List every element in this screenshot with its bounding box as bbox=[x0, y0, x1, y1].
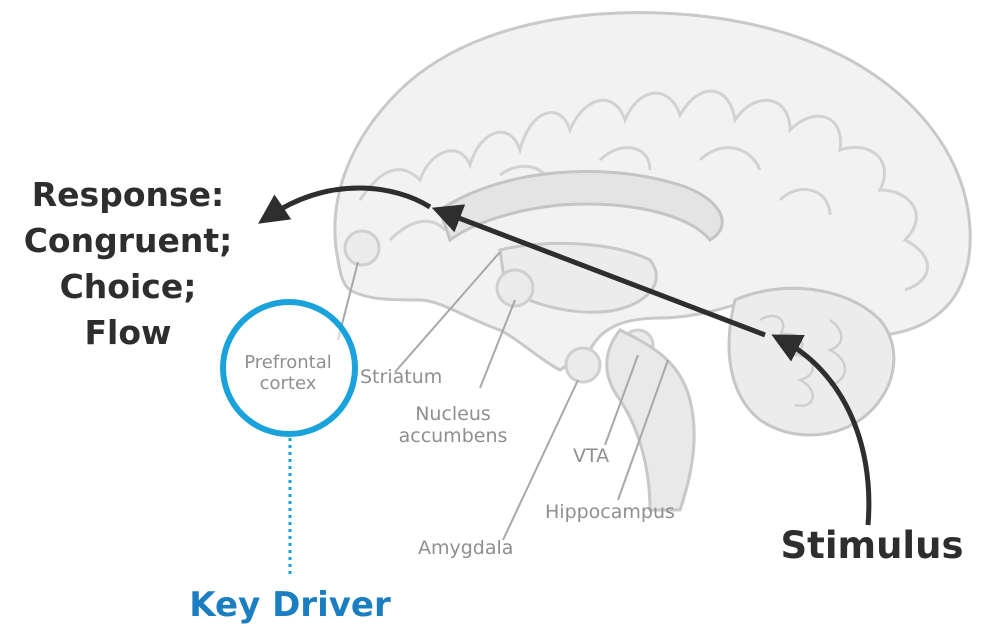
nucleus-line-2: accumbens bbox=[393, 425, 513, 447]
hippocampus-label: Hippocampus bbox=[545, 501, 675, 523]
amygdala-label: Amygdala bbox=[418, 537, 513, 559]
prefrontal-line-1: Prefrontal bbox=[222, 352, 354, 373]
response-line-2: Congruent; bbox=[8, 218, 248, 264]
prefrontal-node bbox=[345, 231, 379, 265]
prefrontal-line-2: cortex bbox=[222, 373, 354, 394]
nucleus-accumbens-label: Nucleus accumbens bbox=[393, 403, 513, 447]
response-line-1: Response: bbox=[8, 172, 248, 218]
striatum-label: Striatum bbox=[360, 366, 442, 388]
vta-label: VTA bbox=[573, 445, 609, 467]
key-driver-label: Key Driver bbox=[160, 582, 420, 628]
response-line-3: Choice; bbox=[8, 264, 248, 310]
response-label: Response: Congruent; Choice; Flow bbox=[8, 172, 248, 356]
stimulus-label: Stimulus bbox=[770, 523, 974, 569]
brainstem bbox=[607, 330, 694, 510]
response-line-4: Flow bbox=[8, 310, 248, 356]
amygdala-node bbox=[566, 348, 600, 382]
nucleus-line-1: Nucleus bbox=[393, 403, 513, 425]
prefrontal-label: Prefrontal cortex bbox=[222, 352, 354, 394]
